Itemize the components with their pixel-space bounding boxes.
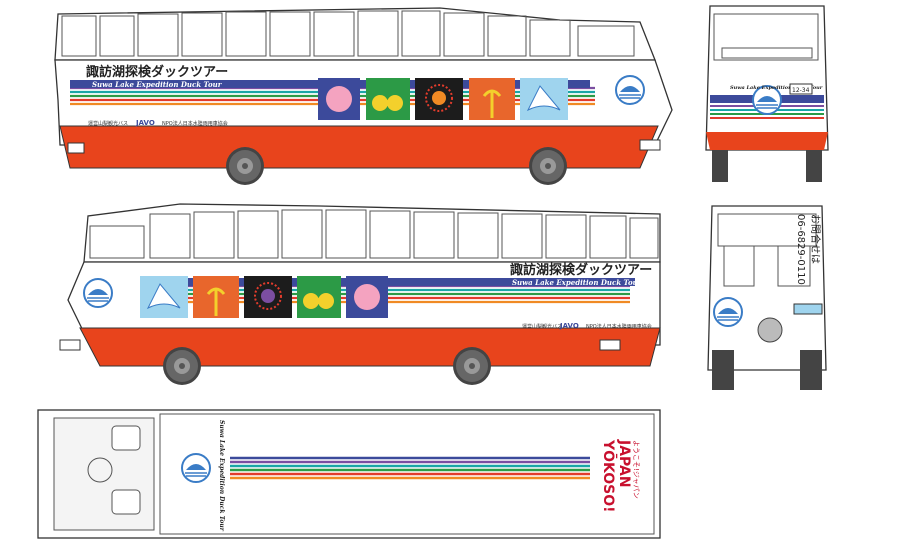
- side1-rear-wheel-icon: [226, 147, 264, 185]
- front-left-tire-icon: [712, 150, 728, 182]
- side2-javo-logo: JAVO: [559, 322, 579, 330]
- rear-left-tire-icon: [712, 350, 734, 390]
- side2-windows: [89, 209, 659, 259]
- side1-front-wheel-icon: [529, 147, 567, 185]
- side2-javo-text: NPO法人日本水陸両用車協会: [586, 323, 652, 330]
- side1-emblem-icon: [615, 75, 645, 105]
- side1-title-jp: 諏訪湖探検ダックツアー: [86, 64, 228, 80]
- side2-title-jp: 諏訪湖探検ダックツアー: [510, 262, 652, 278]
- side1-windows: [61, 10, 635, 57]
- rear-inquiry-label: お問合せは: [809, 214, 822, 264]
- side2-emblem-icon: [83, 278, 113, 308]
- rear-right-tire-icon: [800, 350, 822, 390]
- top-stripes: [230, 456, 590, 480]
- side2-small-tag: 運営: [522, 323, 532, 330]
- side2-title-en: Suwa Lake Expedition Duck Tour: [512, 278, 643, 287]
- rear-view: お問合せは 06-6829-0110: [707, 205, 827, 390]
- front-title-en: Suwa Lake Expedition Duck Tour: [730, 85, 823, 91]
- top-roof-text: Suwa Lake Expedition Duck Tour: [218, 420, 225, 532]
- side-view-left: 諏訪湖探検ダックツアー Suwa Lake Expedition Duck To…: [59, 203, 661, 385]
- fruit-panel-icon: [297, 276, 341, 318]
- side-view-right: 諏訪湖探検ダックツアー Suwa Lake Expedition Duck To…: [54, 7, 673, 185]
- yokoso-line1: YŌKOSO!: [600, 439, 618, 513]
- front-view: Suwa Lake Expedition Duck Tour 12-34: [705, 5, 829, 182]
- front-right-tire-icon: [806, 150, 822, 182]
- side2-front-wheel-icon: [163, 347, 201, 385]
- side2-rear-wheel-icon: [453, 347, 491, 385]
- side1-javo-text: NPO法人日本水陸両用車協会: [162, 120, 228, 127]
- front-plate: 12-34: [792, 87, 810, 94]
- side2-panels: [140, 276, 388, 318]
- rear-emblem-icon: [713, 297, 743, 327]
- top-emblem-icon: [181, 453, 211, 483]
- top-view: Suwa Lake Expedition Duck Tour YŌKOSO! J…: [37, 409, 661, 539]
- yokoso-line2: JAPAN: [616, 439, 632, 488]
- side1-panels: [318, 78, 568, 120]
- fruit-panel-icon: [366, 78, 410, 120]
- side1-operator: 山梨観光バス: [98, 120, 128, 127]
- side2-operator: 山梨観光バス: [532, 323, 562, 330]
- side1-javo-logo: JAVO: [135, 119, 155, 127]
- side1-title-en: Suwa Lake Expedition Duck Tour: [92, 80, 223, 89]
- rear-phone: 06-6829-0110: [795, 214, 806, 285]
- yokoso-sub: ようこそ!ジャパン: [632, 440, 640, 499]
- side1-small-tag: 運営: [88, 120, 98, 127]
